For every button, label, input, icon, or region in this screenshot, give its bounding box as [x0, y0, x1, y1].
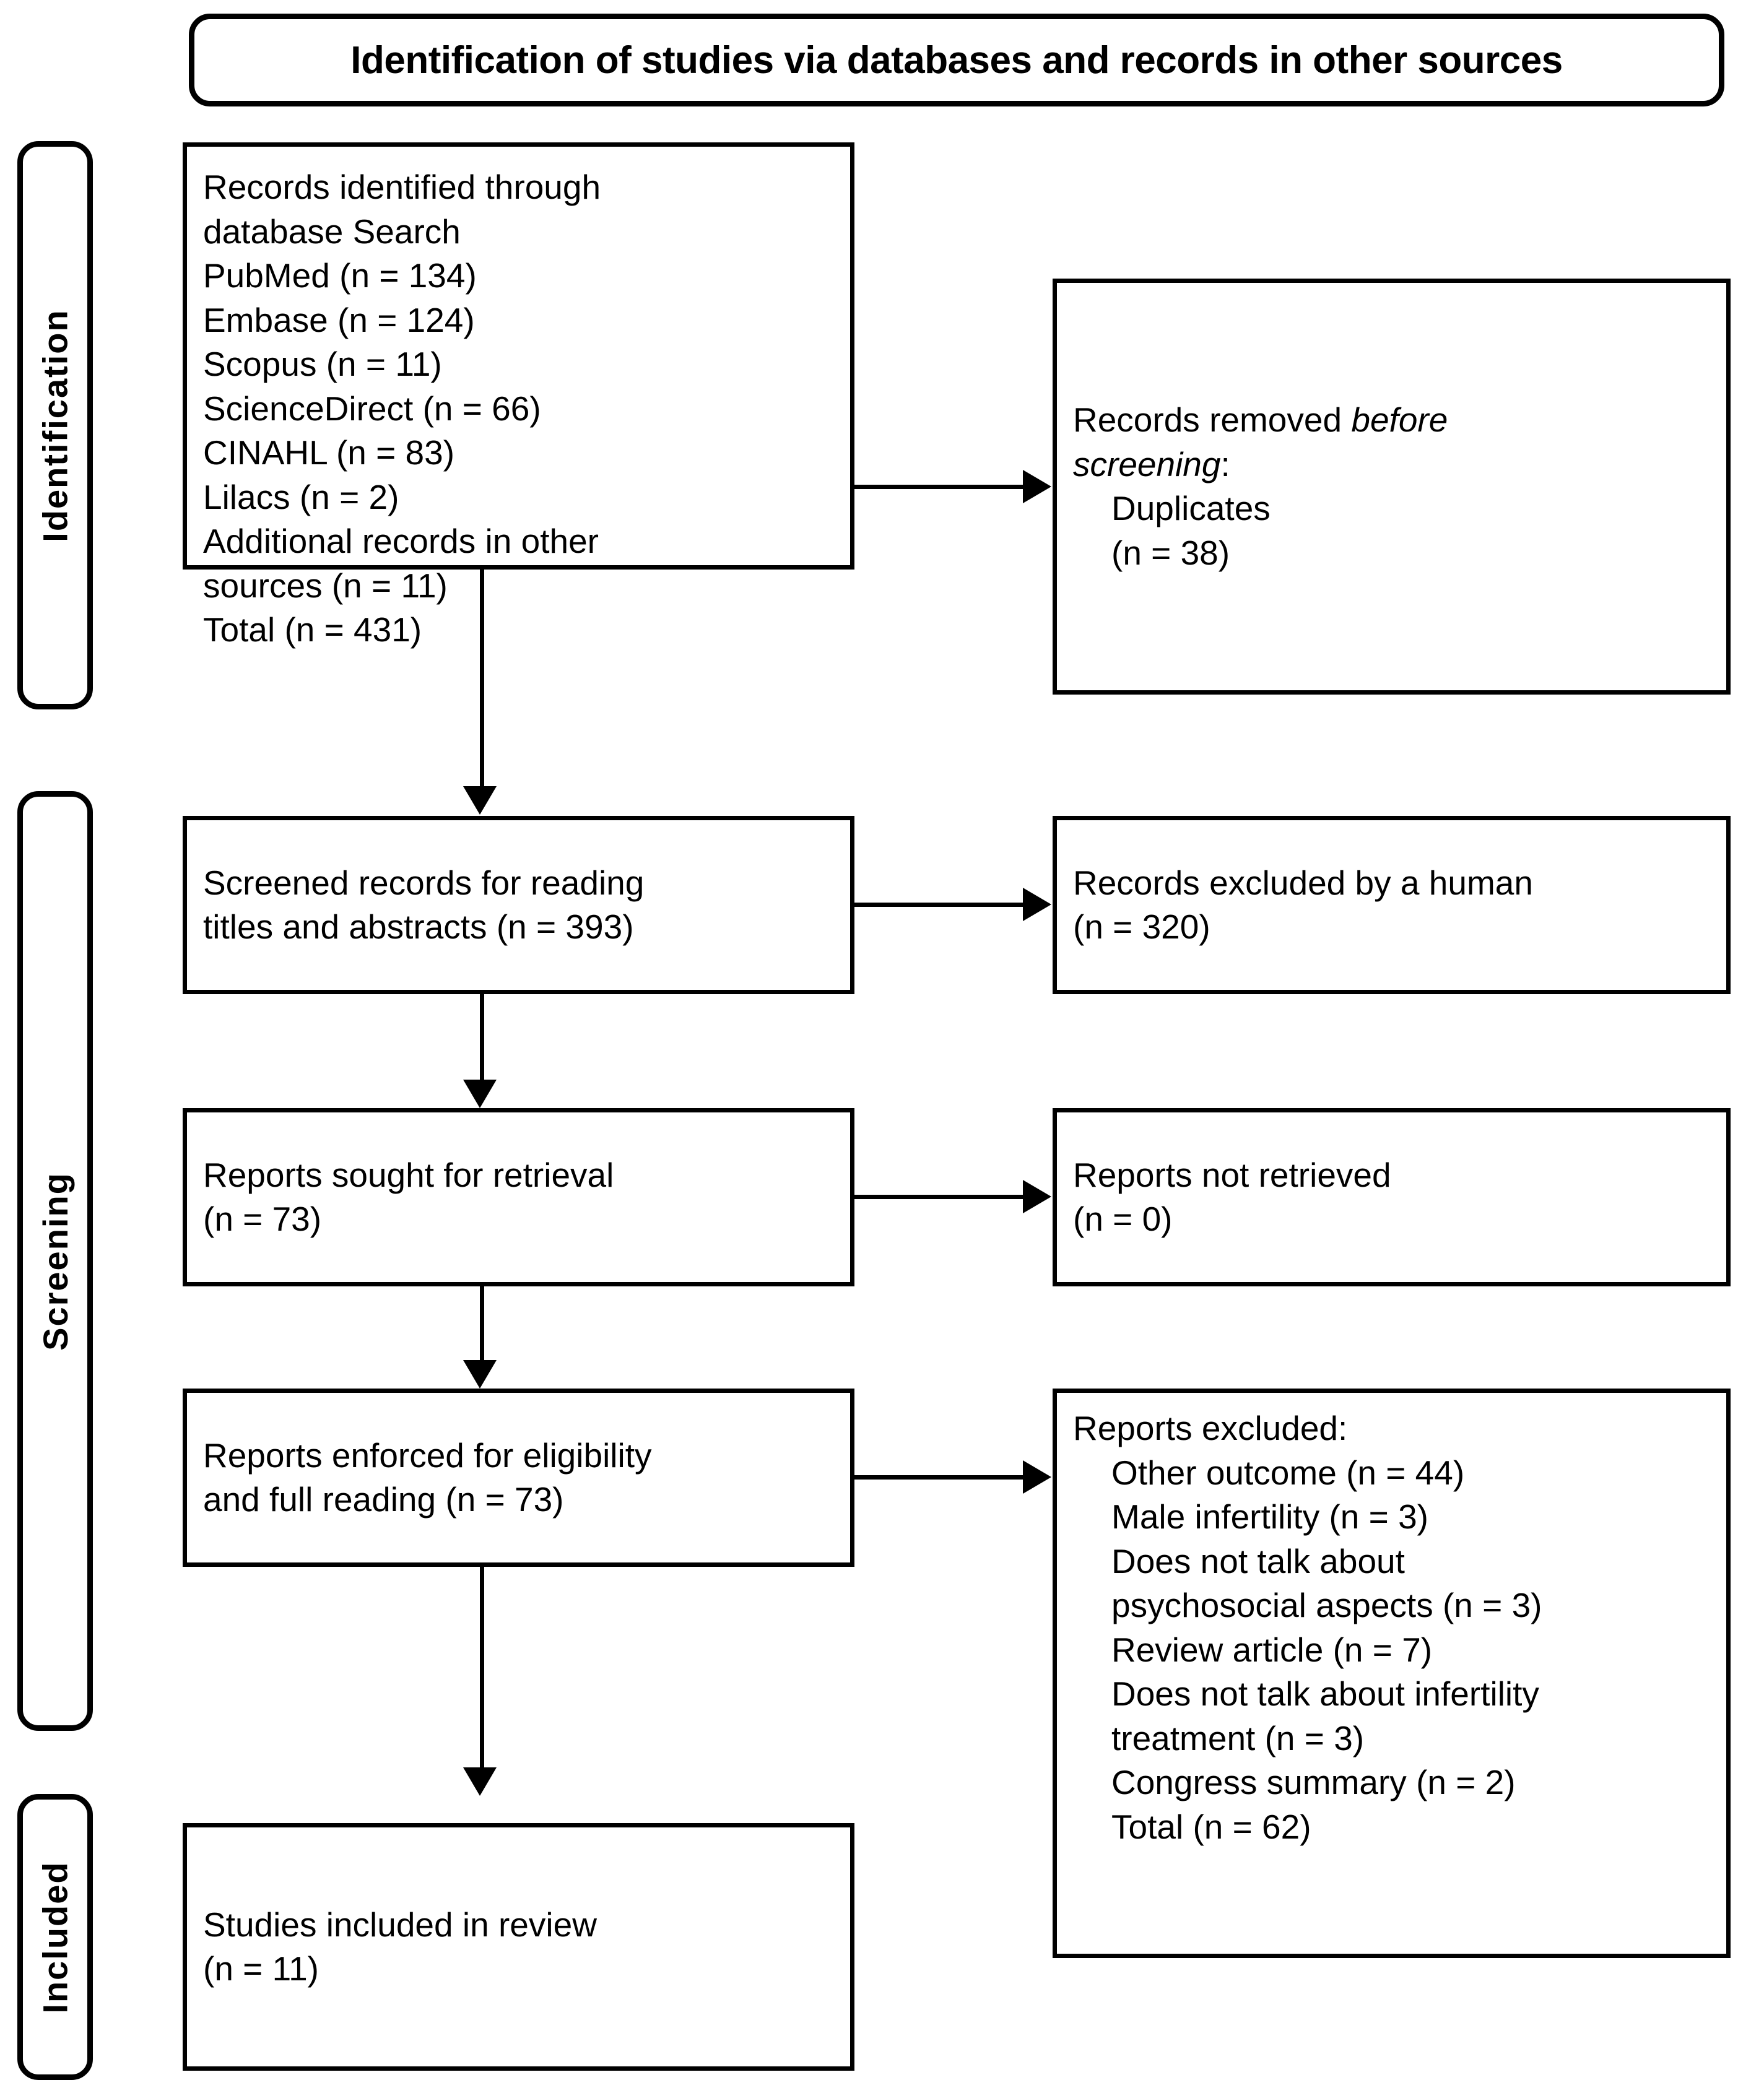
- records-removed-line2-colon: :: [1220, 444, 1230, 483]
- box-reports-not-retrieved: Reports not retrieved (n = 0): [1053, 1108, 1731, 1286]
- arrowhead-sought-to-not-retrieved: [1023, 1180, 1051, 1213]
- connector-screened-to-excluded: [854, 903, 1024, 907]
- stage-label-included: Included: [35, 1860, 75, 2014]
- box-reports-excluded: Reports excluded: Other outcome (n = 44)…: [1053, 1389, 1731, 1958]
- stage-label-screening: Screening: [35, 1171, 75, 1351]
- box-screened-records-text: Screened records for reading titles and …: [203, 863, 645, 947]
- box-reports-eligibility: Reports enforced for eligibility and ful…: [183, 1389, 854, 1567]
- arrowhead-screened-to-excluded: [1023, 888, 1051, 921]
- stage-bracket-identification: Identification: [17, 141, 93, 709]
- records-removed-count: (n = 38): [1111, 533, 1230, 572]
- box-reports-excluded-header: Reports excluded:: [1073, 1409, 1348, 1447]
- diagram-title: Identification of studies via databases …: [350, 38, 1563, 82]
- connector-sought-to-eligibility: [480, 1286, 484, 1362]
- box-records-identified-text: Records identified through database Sear…: [203, 168, 601, 649]
- arrowhead-sought-to-eligibility: [463, 1360, 497, 1389]
- connector-screened-to-sought: [480, 994, 484, 1081]
- box-reports-eligibility-text: Reports enforced for eligibility and ful…: [203, 1436, 652, 1519]
- connector-eligibility-to-included: [480, 1567, 484, 1769]
- records-removed-line2-italic: screening: [1073, 444, 1221, 483]
- arrowhead-eligibility-to-included: [463, 1767, 497, 1796]
- arrowhead-identified-to-removed: [1023, 470, 1051, 503]
- connector-eligibility-to-excluded: [854, 1475, 1024, 1480]
- stage-label-identification: Identification: [35, 308, 75, 542]
- records-removed-line1-italic: before: [1351, 401, 1448, 439]
- arrowhead-screened-to-sought: [463, 1080, 497, 1108]
- arrowhead-eligibility-to-excluded: [1023, 1460, 1051, 1494]
- stage-bracket-screening: Screening: [17, 791, 93, 1731]
- box-studies-included: Studies included in review (n = 11): [183, 1823, 854, 2071]
- box-records-excluded-human-text: Records excluded by a human (n = 320): [1073, 863, 1533, 947]
- connector-identified-to-removed: [854, 485, 1024, 489]
- records-removed-duplicates: Duplicates: [1111, 489, 1271, 527]
- box-reports-excluded-items: Other outcome (n = 44) Male infertility …: [1111, 1453, 1542, 1846]
- connector-identified-to-screened: [480, 570, 484, 787]
- box-records-excluded-human: Records excluded by a human (n = 320): [1053, 816, 1731, 994]
- box-records-removed: Records removed before screening: Duplic…: [1053, 279, 1731, 695]
- arrowhead-identified-to-screened: [463, 786, 497, 815]
- diagram-title-banner: Identification of studies via databases …: [189, 14, 1724, 106]
- connector-sought-to-not-retrieved: [854, 1195, 1024, 1199]
- box-reports-sought: Reports sought for retrieval (n = 73): [183, 1108, 854, 1286]
- box-reports-not-retrieved-text: Reports not retrieved (n = 0): [1073, 1155, 1391, 1239]
- box-reports-sought-text: Reports sought for retrieval (n = 73): [203, 1155, 614, 1239]
- box-records-identified: Records identified through database Sear…: [183, 142, 854, 649]
- records-removed-line1-normal: Records removed: [1073, 401, 1352, 439]
- box-studies-included-text: Studies included in review (n = 11): [203, 1905, 597, 1988]
- box-screened-records: Screened records for reading titles and …: [183, 816, 854, 994]
- box-records-removed-text: Records removed before screening: Duplic…: [1073, 398, 1710, 575]
- stage-bracket-included: Included: [17, 1794, 93, 2080]
